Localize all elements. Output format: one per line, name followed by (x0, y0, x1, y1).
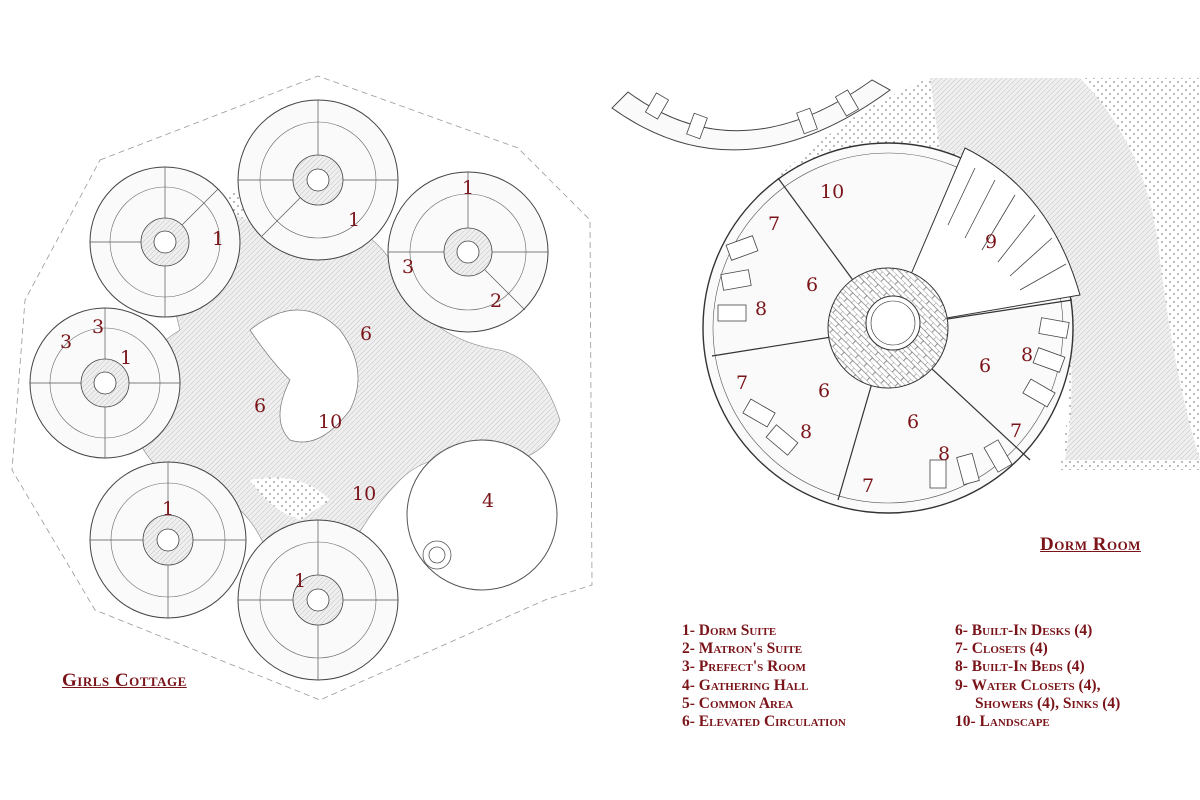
hub-core-inner (870, 300, 916, 346)
site-boundary (11, 75, 593, 701)
dorm-label-8b: 8 (800, 421, 812, 443)
dorm-beds (644, 89, 1070, 489)
legend-item: 10- Landscape (955, 712, 1050, 730)
legend-item: 6- Built-In Desks (4) (955, 622, 1093, 639)
girls-label-3a: 3 (402, 256, 414, 278)
girls-label-1a: 1 (212, 228, 224, 250)
girls-label-3c: 3 (60, 331, 72, 353)
girls-label-4: 4 (482, 490, 494, 512)
girls-label-1b: 1 (348, 209, 360, 231)
legend-item: 4- Gathering Hall (682, 676, 809, 694)
dorm-label-8d: 8 (1021, 344, 1033, 366)
dorm-room-title: Dorm Room (1040, 534, 1141, 555)
room-divisions (30, 100, 548, 680)
girls-label-1c: 1 (462, 177, 474, 199)
dorm-label-6d: 6 (979, 355, 991, 377)
girls-label-1f: 1 (294, 570, 306, 592)
girls-label-1d: 1 (120, 347, 132, 369)
dorm-label-7c: 7 (862, 475, 874, 497)
gathering-hall (406, 439, 558, 591)
dorm-label-6b: 6 (818, 380, 830, 402)
gathering-hall-fountain-inner (428, 546, 446, 564)
dorm-label-7b: 7 (736, 372, 748, 394)
hub-core (865, 295, 921, 351)
legend-item: 9- Water Closets (4), (955, 676, 1101, 694)
girls-label-10b: 10 (352, 483, 376, 505)
dorm-room-plan: 10 9 7 7 7 7 6 6 6 6 8 8 8 8 (611, 78, 1200, 514)
legend-left: 1- Dorm Suite 2- Matron's Suite 3- Prefe… (682, 622, 846, 731)
girls-label-2: 2 (490, 290, 502, 312)
wet-core-stalls (947, 167, 1067, 291)
legend-item: 8- Built-In Beds (4) (955, 658, 1085, 676)
dorm-label-7a: 7 (768, 213, 780, 235)
legend-item: 7- Closets (4) (955, 640, 1048, 658)
landscape-dots (250, 477, 330, 520)
girls-label-6a: 6 (360, 323, 372, 345)
dorm-label-10: 10 (820, 181, 844, 203)
dorm-suite-sw (89, 461, 247, 619)
dorm-label-7d: 7 (1010, 420, 1022, 442)
girls-label-3b: 3 (92, 316, 104, 338)
dorm-label-8a: 8 (755, 298, 767, 320)
girls-cottage-plan: 1 1 1 1 1 1 2 3 3 3 4 6 6 10 10 (11, 75, 593, 701)
dorm-label-9: 9 (985, 231, 997, 253)
girls-label-1e: 1 (162, 498, 174, 520)
dorm-label-6a: 6 (806, 274, 818, 296)
legend-item: 5- Common Area (682, 694, 794, 712)
girls-label-10a: 10 (318, 411, 342, 433)
dorm-label-8c: 8 (938, 443, 950, 465)
girls-label-6b: 6 (254, 395, 266, 417)
dorm-label-6c: 6 (907, 411, 919, 433)
legend-item: Showers (4), Sinks (4) (975, 694, 1121, 712)
legend-item: 2- Matron's Suite (682, 640, 803, 658)
legend-item: 1- Dorm Suite (682, 622, 777, 639)
courtyard (249, 309, 359, 443)
girls-cottage-title: Girls Cottage (62, 670, 187, 691)
legend-item: 6- Elevated Circulation (682, 712, 846, 730)
legend-right: 6- Built-In Desks (4) 7- Closets (4) 8- … (955, 622, 1120, 731)
legend-item: 3- Prefect's Room (682, 658, 806, 676)
gathering-hall-fountain (422, 540, 452, 570)
